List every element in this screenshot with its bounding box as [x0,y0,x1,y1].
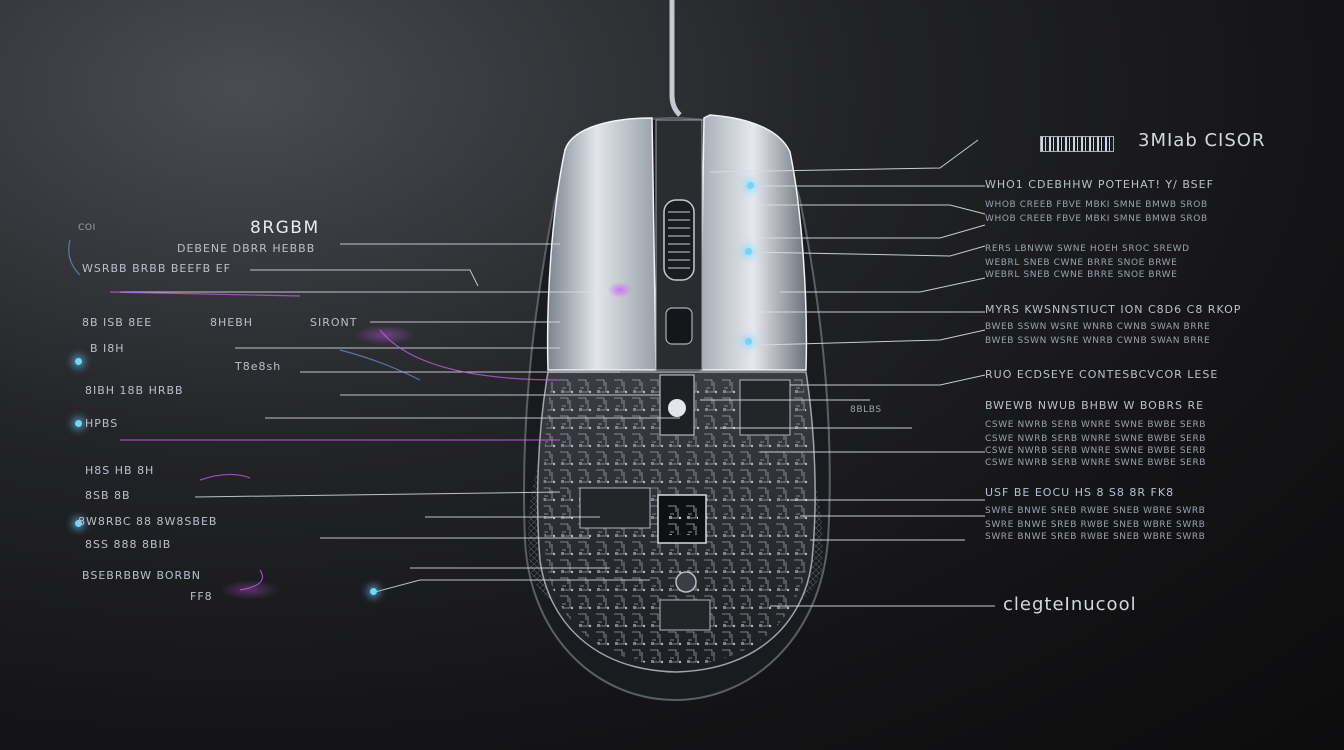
point-marker [745,248,752,255]
label-left-3: 8B ISB 8EE [82,316,153,329]
point-marker [75,358,82,365]
label-r3-sub: BWEB SSWN WSRE WNRB CWNB SWAN BRRE [985,322,1211,332]
label-r5-sub2: SWRE BNWE SREB RWBE SNEB WBRE SWRB [985,520,1206,530]
label-r2-sub: WEBRL SNEB CWNE BRRE SNOE BRWE [985,258,1178,268]
label-top-right: 3MIab CISOR [1138,130,1266,151]
point-marker [745,338,752,345]
label-left-10: 8SS 888 8BIB [85,538,172,551]
label-r5-sub3: SWRE BNWE SREB RWBE SNEB WBRE SWRB [985,532,1206,542]
label-left-4b: T8e8sh [235,360,282,373]
label-left-6: HPBS [85,417,119,430]
label-left-12: FF8 [190,590,213,603]
label-left-9: 8W8RBC 88 8W8SBEB [78,515,218,528]
mouse-cable [669,0,682,117]
label-r2-sub2: WEBRL SNEB CWNE BRRE SNOE BRWE [985,270,1178,280]
label-left-4: B I8H [90,342,125,355]
label-r1: WHO1 CDEBHHW POTEHAT! Y/ BSEF [985,178,1214,191]
mcu-block [579,487,651,529]
label-left-3b: 8HEBH [210,316,254,329]
label-bottom-right: clegteInucool [1003,594,1137,615]
point-marker [75,520,82,527]
right-button-shell [699,114,808,371]
label-r4-sub2: CSWE NWRB SERB WNRE SWNE BWBE SERB [985,420,1207,430]
label-left-8: 8SB 8B [85,489,131,502]
label-r5: USF BE EOCU HS 8 S8 8R FK8 [985,486,1175,499]
label-left-11: BSEBRBBW BORBN [82,569,201,582]
label-r3-sub2: BWEB SSWN WSRE WNRB CWNB SWAN BRRE [985,336,1211,346]
dpi-button [665,307,693,345]
label-r5-sub: SWRE BNWE SREB RWBE SNEB WBRE SWRB [985,506,1206,516]
point-marker [747,182,754,189]
point-marker [370,588,377,595]
label-mid: 8BLBS [850,405,882,415]
label-left-5: 8IBH 18B HRBB [85,384,184,397]
point-marker [75,420,82,427]
label-left-3c: SIRONT [310,316,358,329]
label-left-2: WSRBB BRBB BEEFB EF [82,262,231,275]
label-r3: MYRS KWSNNSTIUCT ION C8D6 C8 RKOP [985,303,1242,316]
label-r4-sub3: CSWE NWRB SERB WNRE SWNE BWBE SERB [985,434,1207,444]
label-r4-sub: BWEWB NWUB BHBW W BOBRS RE [985,399,1205,412]
switch-block [739,379,791,436]
barcode-graphic [1040,136,1114,152]
label-r1-sub2: WHOB CREEB FBVE MBKI SMNE BMWB SROB [985,214,1208,224]
label-r1-sub: WHOB CREEB FBVE MBKI SMNE BMWB SROB [985,200,1208,210]
label-r4-sub4: CSWE NWRB SERB WNRE SWNE BWBE SERB [985,446,1207,456]
label-left-title: 8RGBM [250,218,320,238]
label-left-7: H8S HB 8H [85,464,155,477]
label-r4-sub5: CSWE NWRB SERB WNRE SWNE BWBE SERB [985,458,1207,468]
lens [675,571,697,593]
label-left-top: COI [78,223,96,233]
label-r2: RERS LBNWW SWNE HOEH SROC SREWD [985,244,1190,254]
left-button-shell [546,117,657,371]
label-left-sub: DEBENE DBRR HEBBB [177,242,316,255]
label-r4: RUO ECDSEYE CONTESBCVCOR LESE [985,368,1219,381]
